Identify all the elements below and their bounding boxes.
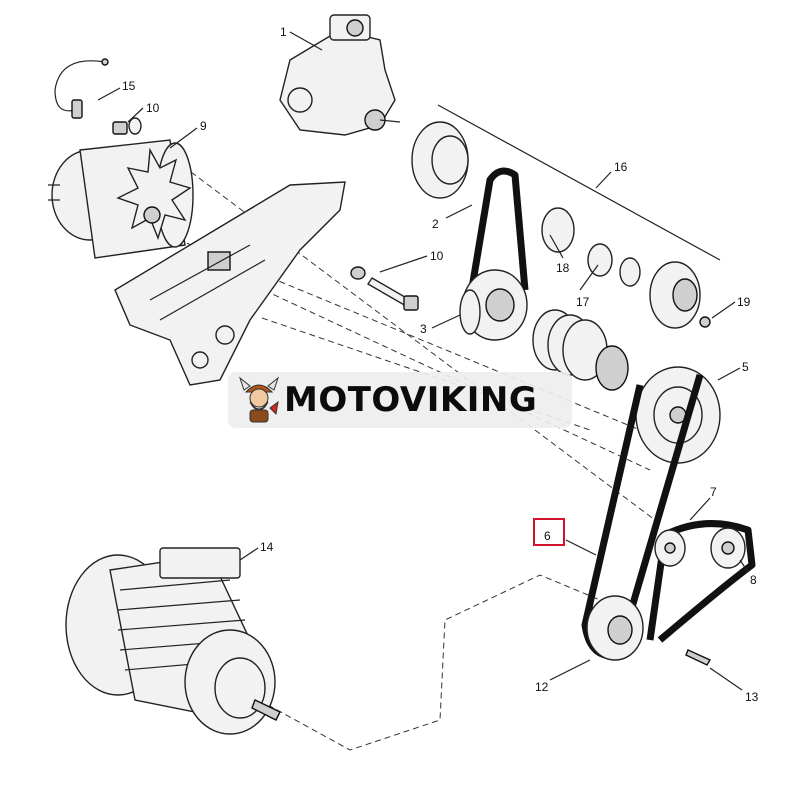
part-label-8: 8 bbox=[750, 573, 757, 587]
mounting-bracket-part bbox=[114, 181, 346, 386]
viking-mascot-icon bbox=[238, 376, 280, 423]
part-label-6: 6 bbox=[544, 529, 551, 543]
part-label-9: 9 bbox=[200, 119, 207, 133]
part-number-labels: 1 2 3 5 6 7 8 9 10 10 12 13 14 15 16 17 … bbox=[122, 25, 759, 704]
part-label-10-bolt: 10 bbox=[430, 249, 444, 263]
part-label-12: 12 bbox=[535, 680, 549, 694]
alternator-part bbox=[48, 139, 194, 259]
part-label-18: 18 bbox=[556, 261, 570, 275]
part-label-15: 15 bbox=[122, 79, 136, 93]
pump-housing-part bbox=[279, 14, 401, 136]
lower-belt-drive bbox=[581, 366, 756, 666]
part-label-19: 19 bbox=[737, 295, 751, 309]
small-nut-part bbox=[112, 117, 142, 135]
electric-motor-part bbox=[65, 547, 281, 735]
watermark-brand-text: MOTOVIKING bbox=[284, 380, 538, 420]
watermark-banner bbox=[228, 372, 572, 428]
clutch-stack-part bbox=[532, 309, 629, 391]
part-label-17: 17 bbox=[576, 295, 590, 309]
part-label-7: 7 bbox=[710, 485, 717, 499]
long-bolt-part bbox=[350, 266, 419, 311]
part-label-2: 2 bbox=[432, 217, 439, 231]
sensor-wire-part bbox=[54, 58, 109, 119]
pulley-disc-group bbox=[411, 121, 711, 329]
highlight-box-part-6 bbox=[533, 518, 565, 546]
leader-lines bbox=[97, 31, 749, 691]
part-label-13: 13 bbox=[745, 690, 759, 704]
part-label-10-small: 10 bbox=[146, 101, 160, 115]
alignment-lines bbox=[149, 104, 721, 751]
part-label-14: 14 bbox=[260, 540, 274, 554]
part-label-16: 16 bbox=[614, 160, 628, 174]
part-label-3: 3 bbox=[420, 322, 427, 336]
upper-belt-and-pulley bbox=[459, 167, 529, 341]
part-label-1: 1 bbox=[280, 25, 287, 39]
part-label-5: 5 bbox=[742, 360, 749, 374]
